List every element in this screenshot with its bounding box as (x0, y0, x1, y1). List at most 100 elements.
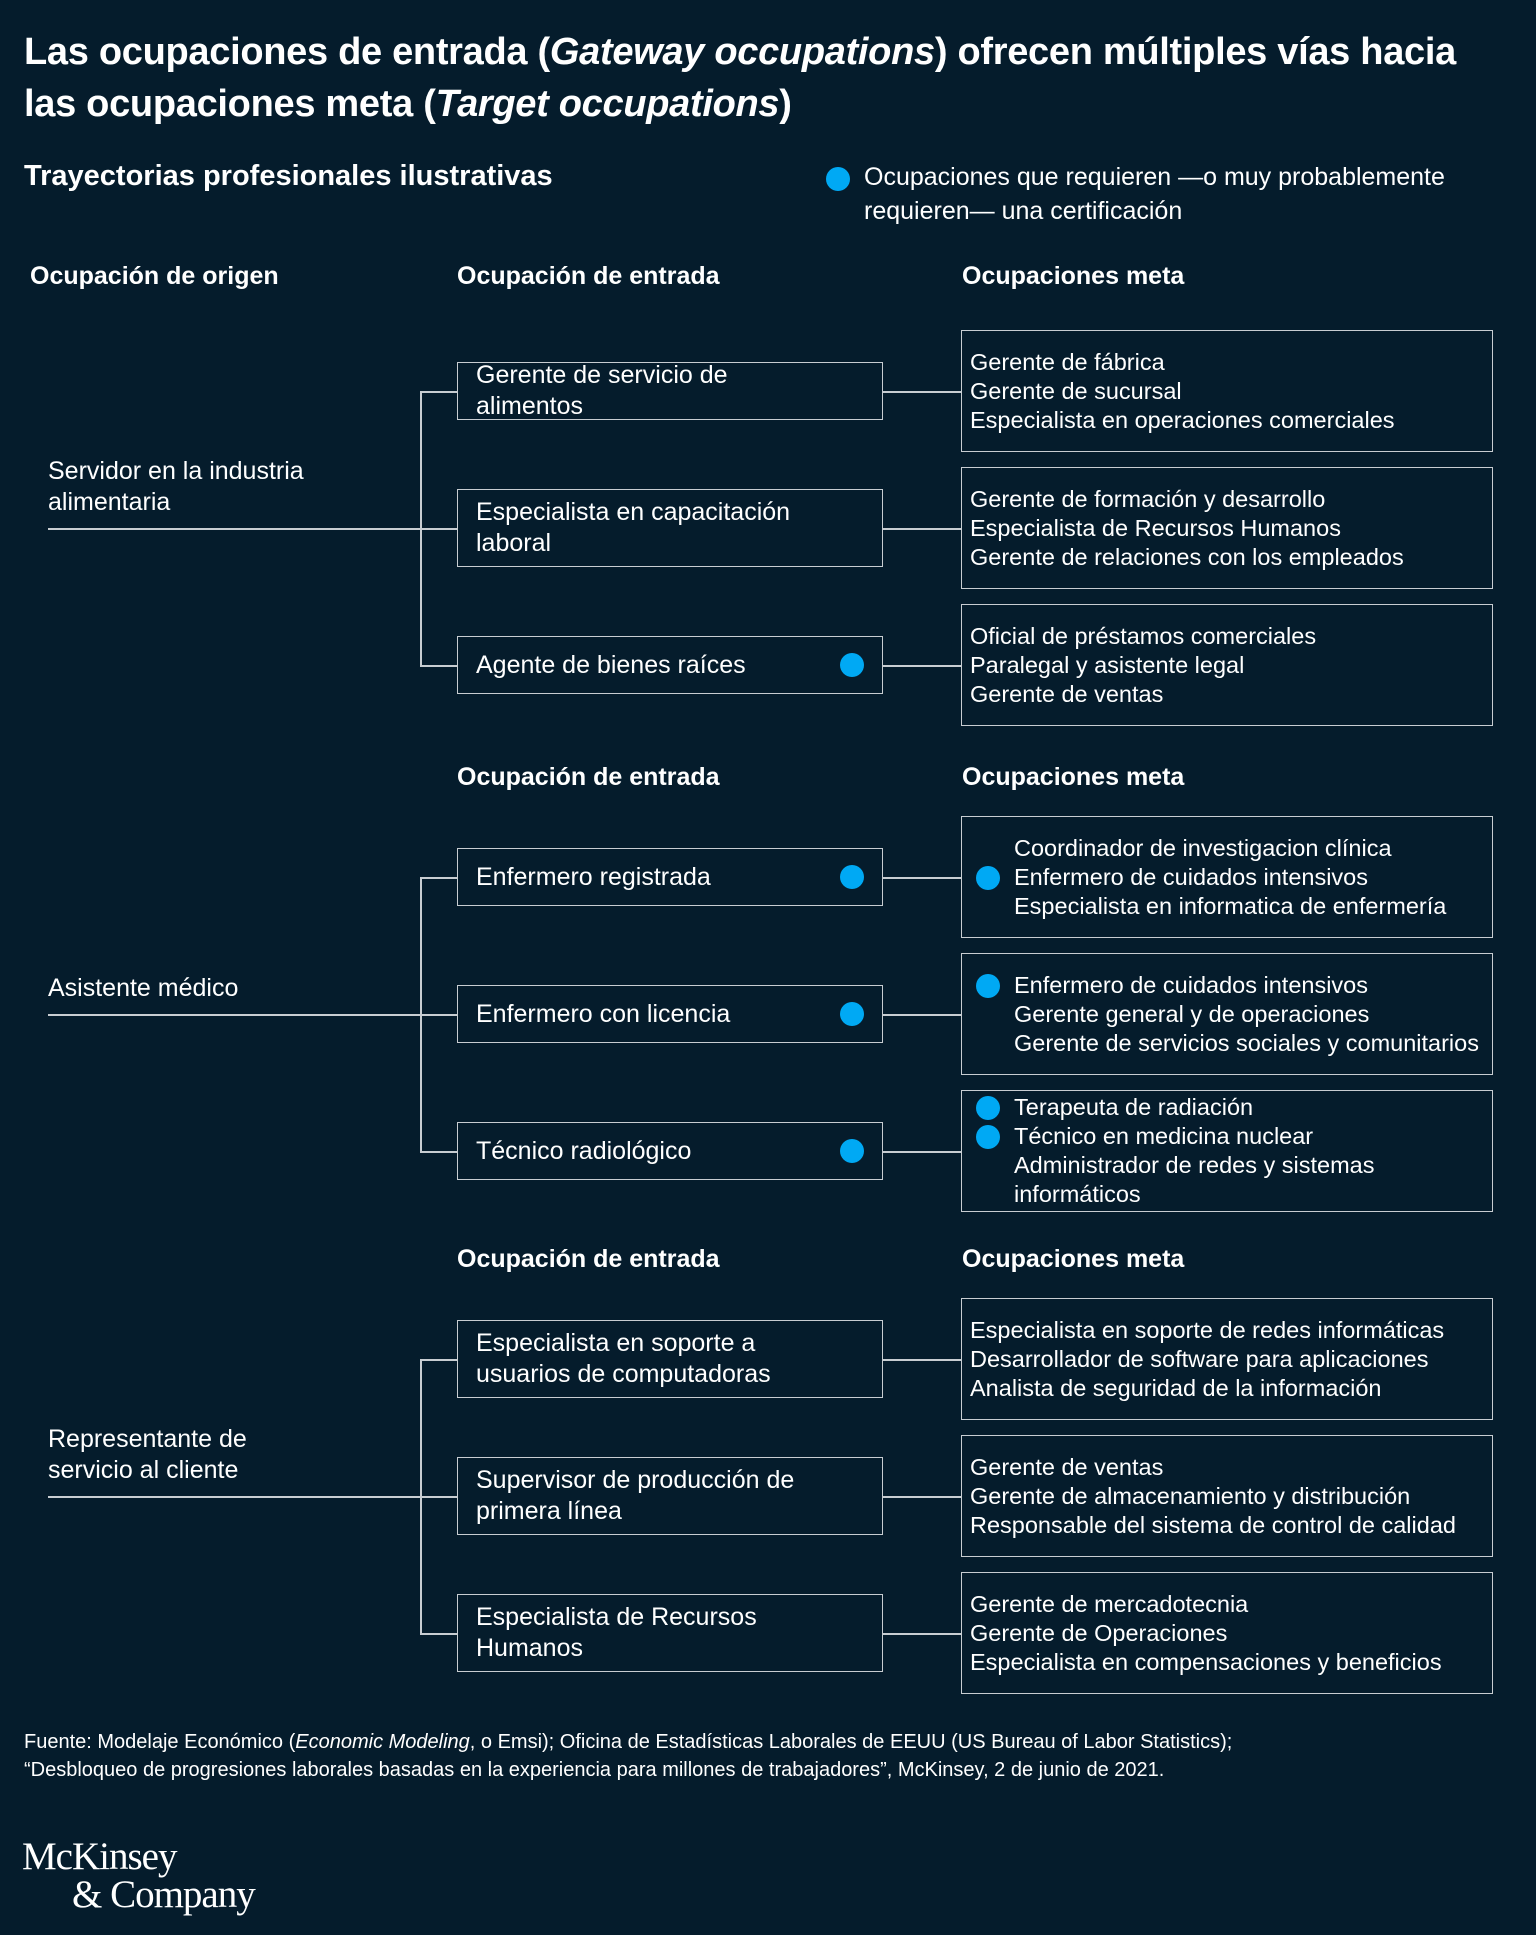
target-occupation-label: Gerente de mercadotecnia (970, 1590, 1249, 1617)
branch-connector (420, 391, 457, 393)
origin-occupation-label: Asistente médico (48, 974, 239, 1002)
target-occupation-label: Administrador de redes y sistemas inform… (1014, 1152, 1375, 1207)
target-occupation-item: Enfermero de cuidados intensivos (970, 971, 1484, 1000)
column-header-target: Ocupaciones meta (962, 1245, 1185, 1273)
entry-occupation-label: Enfermero con licencia (476, 999, 731, 1028)
target-occupation-item: Especialista en informatica de enfermerí… (970, 892, 1484, 921)
dot-slot (970, 863, 1014, 892)
branch-connector (420, 877, 457, 879)
dot-slot (970, 892, 1014, 921)
target-occupation-item: Técnico en medicina nuclear (970, 1122, 1484, 1151)
target-occupation-item: Desarrollador de software para aplicacio… (970, 1345, 1484, 1374)
column-header-entry: Ocupación de entrada (457, 262, 720, 290)
dot-slot (970, 1122, 1014, 1151)
blue-dot-icon (840, 865, 864, 889)
target-occupation-label: Desarrollador de software para aplicacio… (970, 1345, 1429, 1372)
column-header-entry: Ocupación de entrada (457, 1245, 720, 1273)
target-occupation-item: Gerente de servicios sociales y comunita… (970, 1029, 1484, 1058)
target-occupation-label: Especialista en soporte de redes informá… (970, 1316, 1445, 1343)
target-occupation-item: Enfermero de cuidados intensivos (970, 863, 1484, 892)
entry-occupation-label: Enfermero registrada (476, 862, 711, 891)
target-connector (883, 1633, 961, 1635)
target-occupation-item: Especialista en compensaciones y benefic… (970, 1648, 1484, 1677)
origin-connector (48, 1496, 420, 1498)
target-occupation-item: Gerente general y de operaciones (970, 1000, 1484, 1029)
branch-connector (420, 1633, 457, 1635)
target-occupation-label: Analista de seguridad de la información (970, 1374, 1382, 1401)
blue-dot-icon (976, 865, 1000, 890)
target-occupation-label: Especialista de Recursos Humanos (970, 514, 1341, 541)
target-occupation-item: Gerente de formación y desarrollo (970, 485, 1484, 514)
page-title: Las ocupaciones de entrada (Gateway occu… (24, 31, 1456, 125)
target-connector (883, 1014, 961, 1016)
target-occupation-label: Gerente general y de operaciones (1014, 1000, 1370, 1027)
target-occupation-label: Gerente de Operaciones (970, 1619, 1228, 1646)
target-occupation-label: Coordinador de investigacion clínica (1014, 834, 1392, 861)
target-connector (883, 665, 961, 667)
entry-occupation-box: Especialista en capacitación laboral (457, 489, 883, 567)
blue-dot-icon (840, 1002, 864, 1026)
target-occupation-label: Especialista en informatica de enfermerí… (1014, 892, 1447, 919)
target-occupation-label: Terapeuta de radiación (1014, 1094, 1254, 1120)
branch-connector (420, 1359, 457, 1361)
target-occupation-item: Especialista en soporte de redes informá… (970, 1316, 1484, 1345)
entry-occupation-box: Enfermero con licencia (457, 985, 883, 1043)
target-connector (883, 528, 961, 530)
entry-occupation-box: Gerente de servicio de alimentos (457, 361, 883, 420)
target-occupation-item: Responsable del sistema de control de ca… (970, 1511, 1484, 1540)
target-occupation-item: Gerente de sucursal (970, 377, 1484, 406)
entry-occupation-label: Especialista en soporte a usuarios de co… (476, 1329, 771, 1388)
target-connector (883, 391, 961, 393)
target-occupation-label: Gerente de servicios sociales y comunita… (1014, 1029, 1479, 1056)
blue-dot-icon (840, 1139, 864, 1163)
target-occupation-label: Gerente de almacenamiento y distribución (970, 1482, 1411, 1509)
entry-occupation-box: Especialista de Recursos Humanos (457, 1594, 883, 1672)
target-occupation-item: Oficial de préstamos comerciales (970, 622, 1484, 651)
target-occupation-item: Gerente de ventas (970, 680, 1484, 709)
entry-occupation-box: Agente de bienes raíces (457, 636, 883, 694)
blue-dot-icon (826, 167, 850, 191)
column-header-origin: Ocupación de origen (30, 262, 279, 290)
target-connector (883, 877, 961, 879)
branch-connector (420, 1014, 457, 1016)
branch-vertical-line (420, 1359, 422, 1633)
dot-slot (970, 1151, 1014, 1180)
entry-occupation-label: Especialista en capacitación laboral (476, 498, 791, 557)
target-occupation-item: Coordinador de investigacion clínica (970, 834, 1484, 863)
dot-slot (970, 834, 1014, 863)
branch-connector (420, 528, 457, 530)
target-occupation-label: Paralegal y asistente legal (970, 651, 1245, 678)
target-occupation-item: Especialista de Recursos Humanos (970, 514, 1484, 543)
target-occupation-item: Gerente de almacenamiento y distribución (970, 1482, 1484, 1511)
entry-occupation-label: Supervisor de producción de primera líne… (476, 1466, 795, 1525)
mckinsey-logo: McKinsey & Company (22, 1835, 256, 1916)
entry-occupation-label: Agente de bienes raíces (476, 650, 746, 679)
target-occupation-label: Gerente de sucursal (970, 377, 1182, 404)
target-occupation-item: Paralegal y asistente legal (970, 651, 1484, 680)
target-occupation-label: Oficial de préstamos comerciales (970, 622, 1317, 649)
entry-occupation-box: Supervisor de producción de primera líne… (457, 1457, 883, 1535)
target-occupation-label: Gerente de fábrica (970, 348, 1165, 375)
dot-slot (970, 1093, 1014, 1122)
target-occupation-label: Gerente de ventas (970, 1453, 1164, 1480)
target-occupation-item: Analista de seguridad de la información (970, 1374, 1484, 1403)
blue-dot-icon (976, 973, 1000, 998)
branch-vertical-line (420, 877, 422, 1151)
branch-connector (420, 665, 457, 667)
column-header-entry: Ocupación de entrada (457, 763, 720, 791)
column-header-target: Ocupaciones meta (962, 262, 1185, 290)
dot-slot (970, 971, 1014, 1000)
origin-occupation-label: Representante de servicio al cliente (48, 1425, 247, 1484)
target-occupation-label: Gerente de formación y desarrollo (970, 485, 1326, 512)
origin-connector (48, 528, 420, 530)
legend-text: Ocupaciones que requieren —o muy probabl… (864, 163, 1445, 225)
source-note: Fuente: Modelaje Económico (Economic Mod… (24, 1731, 1233, 1781)
entry-occupation-box: Enfermero registrada (457, 848, 883, 906)
target-occupation-label: Técnico en medicina nuclear (1014, 1123, 1314, 1149)
